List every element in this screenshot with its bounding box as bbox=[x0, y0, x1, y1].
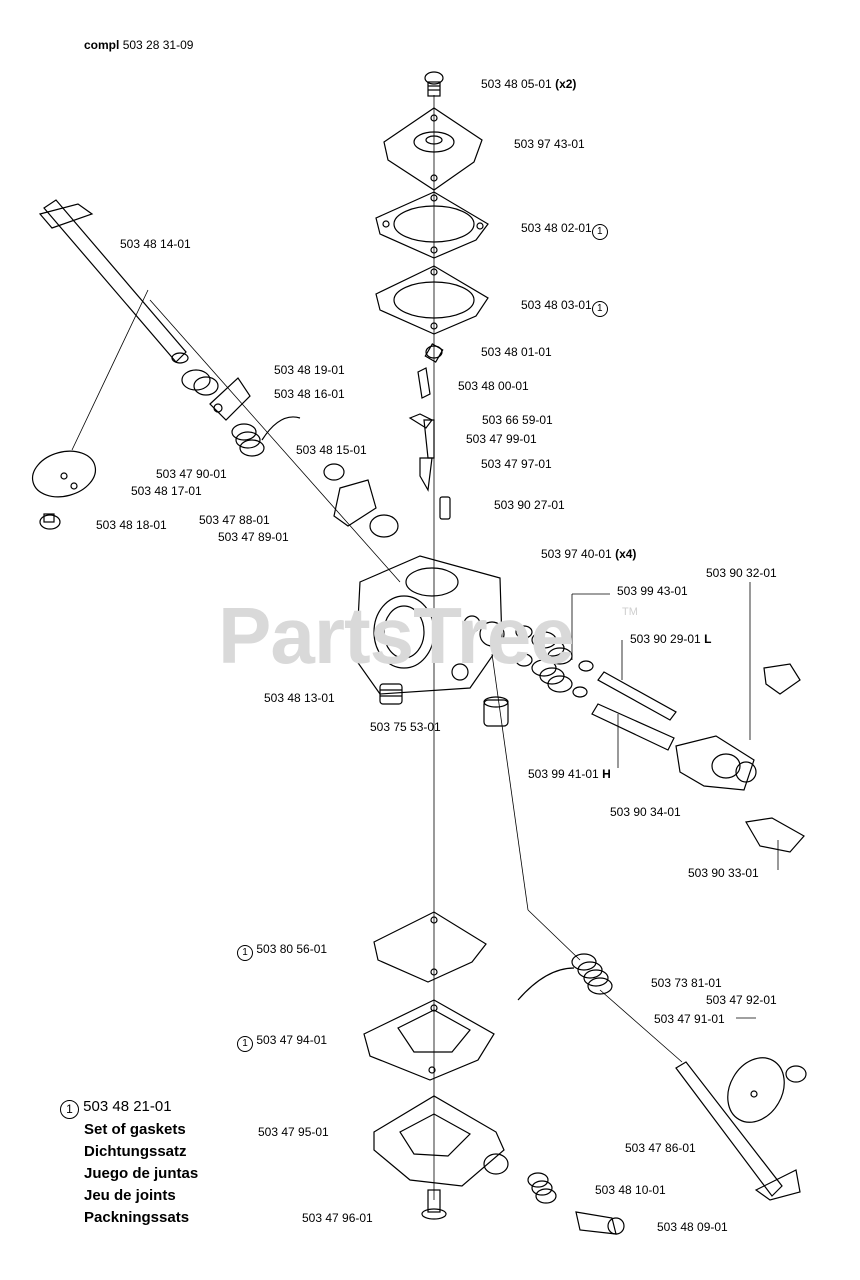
part-callout[interactable]: 503 47 89-01 bbox=[218, 530, 289, 544]
idle-spring bbox=[527, 1172, 557, 1204]
adjuster-springs bbox=[531, 631, 573, 693]
throttle-spring bbox=[231, 416, 301, 457]
needle-valve-parts bbox=[408, 343, 444, 492]
choke-plate bbox=[727, 1057, 785, 1123]
throttle-screw bbox=[39, 513, 61, 530]
part-callout[interactable]: 503 73 81-01 bbox=[651, 976, 722, 990]
throttle-bushing bbox=[181, 369, 219, 396]
idle-screw bbox=[575, 1211, 625, 1235]
throttle-lever bbox=[209, 377, 251, 421]
legend-marker: 1 bbox=[60, 1100, 79, 1119]
part-callout[interactable]: 503 90 29-01 L bbox=[630, 632, 712, 646]
part-callout[interactable]: 503 47 88-01 bbox=[199, 513, 270, 527]
legend-line-es: Juego de juntas bbox=[84, 1165, 199, 1182]
assembly-header: compl 503 28 31-09 bbox=[84, 38, 193, 52]
high-speed-needle bbox=[591, 703, 675, 751]
part-callout[interactable]: 503 47 91-01 bbox=[654, 1012, 725, 1026]
part-callout[interactable]: 503 48 17-01 bbox=[131, 484, 202, 498]
part-callout[interactable]: 503 48 01-01 bbox=[481, 345, 552, 359]
throttle-shaft bbox=[38, 199, 189, 364]
part-callout[interactable]: 503 48 14-01 bbox=[120, 237, 191, 251]
part-callout[interactable]: 503 47 99-01 bbox=[466, 432, 537, 446]
choke-bushing bbox=[369, 514, 399, 538]
part-callout[interactable]: 503 47 92-01 bbox=[706, 993, 777, 1007]
part-callout[interactable]: 503 48 10-01 bbox=[595, 1183, 666, 1197]
part-callout[interactable]: 503 97 43-01 bbox=[514, 137, 585, 151]
metering-diaphragm bbox=[363, 999, 495, 1081]
part-callout[interactable]: 503 99 41-01 H bbox=[528, 767, 611, 781]
part-callout[interactable]: 503 47 95-01 bbox=[258, 1125, 329, 1139]
part-callout[interactable]: 503 75 53-01 bbox=[370, 720, 441, 734]
legend-header: 1 503 48 21-01 bbox=[60, 1096, 198, 1119]
part-callout[interactable]: 503 66 59-01 bbox=[482, 413, 553, 427]
fuel-pickup-nipple bbox=[483, 1153, 509, 1175]
part-callout[interactable]: 503 48 16-01 bbox=[274, 387, 345, 401]
part-callout[interactable]: 503 48 09-01 bbox=[657, 1220, 728, 1234]
limiter-cap-top bbox=[763, 663, 801, 695]
header-prefix: compl bbox=[84, 38, 120, 52]
header-number: 503 28 31-09 bbox=[122, 38, 194, 52]
throttle-plate bbox=[31, 450, 97, 498]
part-callout[interactable]: 503 90 27-01 bbox=[494, 498, 565, 512]
part-callout[interactable]: 1 503 47 94-01 bbox=[237, 1033, 327, 1052]
trademark: TM bbox=[622, 606, 638, 618]
low-speed-needle bbox=[597, 671, 677, 721]
limiter-cap-bottom bbox=[745, 817, 805, 853]
part-callout[interactable]: 503 47 86-01 bbox=[625, 1141, 696, 1155]
part-callout[interactable]: 503 47 96-01 bbox=[302, 1211, 373, 1225]
legend-number: 503 48 21-01 bbox=[83, 1098, 172, 1115]
fuel-inlet-fitting bbox=[483, 696, 509, 727]
part-callout[interactable]: 503 90 33-01 bbox=[688, 866, 759, 880]
diaphragm bbox=[375, 191, 489, 259]
choke-lever bbox=[333, 479, 377, 527]
part-callout[interactable]: 503 48 15-01 bbox=[296, 443, 367, 457]
choke-detent-ball bbox=[323, 463, 345, 481]
part-callout[interactable]: 503 90 34-01 bbox=[610, 805, 681, 819]
part-callout[interactable]: 503 48 19-01 bbox=[274, 363, 345, 377]
choke-shaft bbox=[675, 1061, 801, 1201]
top-screw bbox=[424, 71, 444, 97]
legend-line-fr: Jeu de joints bbox=[84, 1187, 176, 1204]
part-callout[interactable]: 503 48 18-01 bbox=[96, 518, 167, 532]
o-rings bbox=[515, 625, 594, 698]
watermark: PartsTree bbox=[218, 591, 575, 680]
part-callout[interactable]: 503 48 13-01 bbox=[264, 691, 335, 705]
plug-fitting bbox=[379, 683, 403, 705]
part-callout[interactable]: 503 90 32-01 bbox=[706, 566, 777, 580]
limiter-housing bbox=[675, 735, 757, 791]
pump-cover bbox=[383, 107, 483, 191]
part-callout[interactable]: 503 47 97-01 bbox=[481, 457, 552, 471]
part-callout[interactable]: 503 97 40-01 (x4) bbox=[541, 547, 637, 561]
part-callout[interactable]: 1 503 80 56-01 bbox=[237, 942, 327, 961]
small-plug bbox=[439, 496, 451, 520]
part-callout[interactable]: 503 99 43-01 bbox=[617, 584, 688, 598]
cover-screw bbox=[421, 1189, 447, 1220]
part-callout[interactable]: 503 48 05-01 (x2) bbox=[481, 77, 577, 91]
choke-spring bbox=[517, 953, 613, 1001]
part-callout[interactable]: 503 47 90-01 bbox=[156, 467, 227, 481]
choke-screw bbox=[785, 1065, 807, 1083]
legend-line-de: Dichtungssatz bbox=[84, 1143, 187, 1160]
legend-line-en: Set of gaskets bbox=[84, 1121, 186, 1138]
legend-line-sv: Packningssats bbox=[84, 1209, 190, 1226]
metering-cover bbox=[373, 1095, 505, 1187]
pump-gasket bbox=[375, 265, 489, 335]
carburetor-body bbox=[355, 555, 505, 695]
gasket-set-legend: 1 503 48 21-01 Set of gaskets Dichtungss… bbox=[60, 1096, 198, 1229]
part-callout[interactable]: 503 48 00-01 bbox=[458, 379, 529, 393]
metering-gasket bbox=[373, 911, 487, 983]
